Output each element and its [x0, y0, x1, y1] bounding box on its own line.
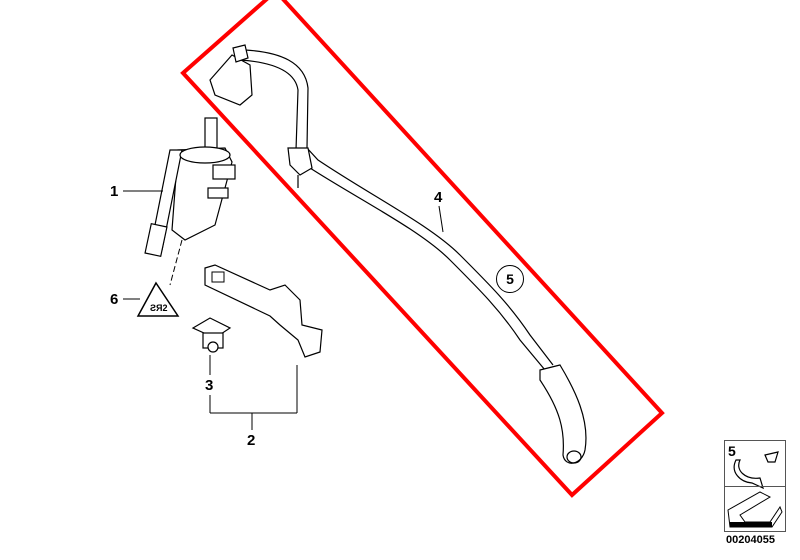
svg-text:ƧЯ2: ƧЯ2	[150, 303, 167, 313]
clip-part-3	[191, 317, 232, 353]
document-number: 00204055	[726, 534, 775, 546]
warning-label-part-6: ƧЯ2	[136, 281, 180, 317]
slave-cylinder-part-1	[144, 117, 236, 258]
callout-4: 4	[434, 189, 443, 206]
legend-number: 5	[728, 443, 736, 459]
legend-divider	[725, 486, 785, 487]
callout-3: 3	[205, 377, 214, 394]
callout-1: 1	[110, 183, 119, 200]
bracket-part-2	[204, 264, 323, 358]
legend-box: 5	[724, 440, 786, 532]
clamp-icon	[733, 451, 779, 490]
callout-6: 6	[110, 291, 119, 308]
hose-part-4	[209, 44, 587, 464]
callout-5-circled: 5	[496, 265, 524, 293]
bracket-slot	[211, 271, 225, 283]
leader-line-6-dashed	[169, 239, 183, 286]
arrow-icon	[727, 491, 783, 528]
callout-2: 2	[247, 432, 256, 449]
highlight-frame	[180, 0, 665, 498]
leader-lines-2-3	[209, 205, 444, 430]
